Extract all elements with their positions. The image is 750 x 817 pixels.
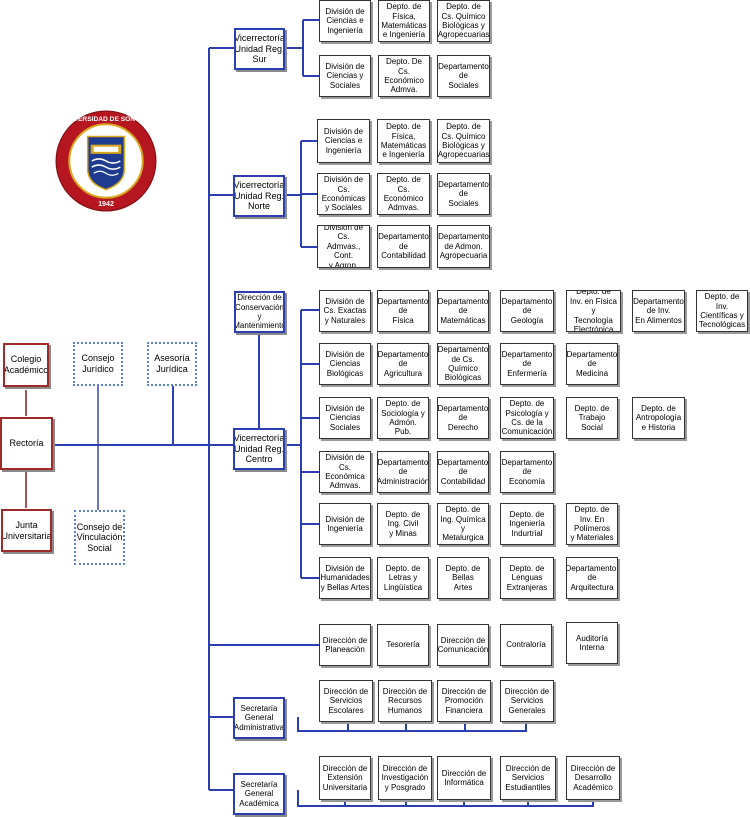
centro-depto-ing-quimica: Depto. de Ing. Química y Metalurgica <box>437 503 489 545</box>
centro-depto-psicologia: Depto. de Psicología y Cs. de la Comunic… <box>500 397 554 439</box>
secretaria-administrativa-box: Secretaría General Administrativa <box>233 697 285 739</box>
centro-depto-inv-alimentos: Departamento de Inv. En Alimentos <box>632 290 685 332</box>
direccion-promocion-financiera: Dirección de Promoción Financiera <box>437 680 491 722</box>
secretaria-academica-box: Secretaría General Académica <box>233 773 285 815</box>
centro-depto-polimeros: Depto. de Inv. En Polímeros y Materiales <box>566 503 618 545</box>
norte-depto-sociales: Departamento de Sociales <box>437 173 490 215</box>
norte-division-admvas-cont-agrop: División de Cs. Admvas., Cont. y Agrop. <box>317 225 370 268</box>
centro-depto-ing-industrial: Depto. de Ingeniería Indurtrial <box>500 503 554 545</box>
asesoria-juridica-box: Asesoría Jurídica <box>147 342 197 386</box>
centro-depto-administracion: Departamento de Administración <box>377 451 429 493</box>
direccion-extension-universitaria: Dirección de Extensión Universitaria <box>319 756 371 800</box>
sur-depto-fisica-matematicas: Depto. de Física, Matemáticas e Ingenier… <box>378 0 430 42</box>
centro-depto-inv-cientificas: Depto. de Inv. Científicas y Tecnológica… <box>696 290 748 332</box>
sur-division-ciencias-sociales: División de Ciencias y Sociales <box>319 55 371 97</box>
consejo-vinculacion-box: Consejo de Vinculación Social <box>74 510 125 565</box>
norte-depto-fisica-matematicas: Depto. de Física, Matemáticas e Ingenier… <box>377 119 430 163</box>
centro-depto-medicina: Departamento de Medicina <box>566 343 618 385</box>
centro-depto-bellas-artes: Depto. de Bellas Artes <box>437 557 489 599</box>
centro-depto-derecho: Departamento de Derecho <box>437 397 489 439</box>
sur-depto-economico-admva: Depto. De Cs. Económico Admva. <box>378 55 430 97</box>
seal-text: UNIVERSIDAD DE SONORA <box>62 116 150 123</box>
centro-depto-sociologia: Depto. de Sociología y Admón. Pub. <box>377 397 429 439</box>
direccion-recursos-humanos: Dirección de Recursos Humanos <box>378 680 432 722</box>
direccion-informatica: Dirección de Informática <box>437 756 491 800</box>
sur-depto-quimico-biologicas: Depto. de Cs. Químico Biológicas y Agrop… <box>437 0 490 42</box>
centro-depto-trabajo-social: Depto. de Trabajo Social <box>566 397 618 439</box>
centro-depto-geologia: Departamento de Geología <box>500 290 554 332</box>
rectoria-box: Rectoría <box>0 417 53 470</box>
centro-depto-agricultura: Departamento de Agricultura <box>377 343 429 385</box>
sur-depto-sociales: Departamento de Sociales <box>437 55 490 97</box>
centro-depto-lenguas: Depto. de Lenguas Extranjeras <box>500 557 554 599</box>
vicerrectoria-norte-box: Vicerrectoría Unidad Reg. Norte <box>233 175 285 217</box>
centro-depto-inv-fisica-tecnologia: Depto. de Inv. en Física y Tecnología El… <box>566 290 621 332</box>
centro-depto-matematicas: Departamento de Matemáticas <box>437 290 489 332</box>
centro-depto-arquitectura: Departamento. de Arquitectura <box>566 557 618 599</box>
norte-depto-admon-agropecuaria: Departamento de Admon. Agropecuaria <box>437 225 490 268</box>
centro-depto-antropologia: Depto. de Antropología e Historia <box>632 397 685 439</box>
direccion-planeacion-box: Dirección de Planeación <box>319 624 371 666</box>
norte-division-ciencias-ingenieria: División de Ciencias e Ingeniería <box>317 119 370 163</box>
centro-depto-enfermeria: Departamento de Enfermería <box>500 343 554 385</box>
direccion-servicios-estudiantiles: Dirección de Servicios Estudiantiles <box>500 756 556 800</box>
university-seal-icon: UNIVERSIDAD DE SONORA 1942 <box>55 110 157 212</box>
consejo-juridico-box: Consejo Jurídico <box>73 342 123 386</box>
centro-depto-quimico-biologicas: Departamento de Cs. Químico Biológicas <box>437 343 489 385</box>
norte-depto-contabilidad: Departamento de Contabilidad <box>377 225 430 268</box>
tesoreria-box: Tesorería <box>377 624 429 666</box>
centro-depto-ing-civil-minas: Depto. de Ing. Civil y Minas <box>377 503 429 545</box>
direccion-servicios-generales: Dirección de Servicios Generales <box>500 680 554 722</box>
direccion-comunicacion-box: Dirección de Comunicación <box>437 624 489 666</box>
norte-division-economicas-sociales: División de Cs. Económicas y Sociales <box>317 173 370 215</box>
direccion-investigacion-posgrado: Dirección de Investigación y Posgrado <box>378 756 432 800</box>
centro-depto-contabilidad: Departamento de Contabilidad <box>437 451 489 493</box>
direccion-desarrollo-academico: Dirección de Desarrollo Académico <box>566 756 620 800</box>
sur-division-ciencias-ingenieria: División de Ciencias e Ingeniería <box>319 0 371 42</box>
centro-division-humanidades: División de Humanidades y Bellas Artes <box>319 557 371 599</box>
centro-depto-letras: Depto. de Letras y Lingüística <box>377 557 429 599</box>
centro-division-biologicas: División de Ciencias Biológicas <box>319 343 371 385</box>
contraloria-box: Contraloría <box>500 624 552 666</box>
direccion-conservacion-box: Dirección de Conservación y Mantenimient… <box>234 291 285 333</box>
centro-division-ingenieria: División de Ingeniería <box>319 503 371 545</box>
direccion-servicios-escolares: Dirección de Servicios Escolares <box>319 680 373 722</box>
centro-division-sociales: División de Ciencias Sociales <box>319 397 371 439</box>
auditoria-interna-box: Auditoría Interna <box>566 622 618 664</box>
centro-depto-fisica: Departamento de Física <box>377 290 429 332</box>
centro-depto-economia: Departamento de Economía <box>500 451 554 493</box>
norte-depto-quimico-biologicas: Depto. de Cs. Químico Biológicas y Agrop… <box>437 119 490 163</box>
centro-division-exactas-naturales: División de Cs. Exactas y Naturales <box>319 290 371 332</box>
seal-year: 1942 <box>98 200 114 208</box>
vicerrectoria-centro-box: Vicerrectoría Unidad Reg. Centro <box>233 428 285 470</box>
colegio-academico-box: Colegio Académico <box>3 343 49 387</box>
junta-universitaria-box: Junta Universitaria <box>1 509 52 552</box>
norte-depto-economico-admvas: Depto. de Cs. Económico Admvas. <box>377 173 430 215</box>
centro-division-economica-admvas: División de Cs. Económica Admvas. <box>319 451 371 493</box>
vicerrectoria-sur-box: Vicerrectoría Unidad Reg. Sur <box>234 28 285 70</box>
